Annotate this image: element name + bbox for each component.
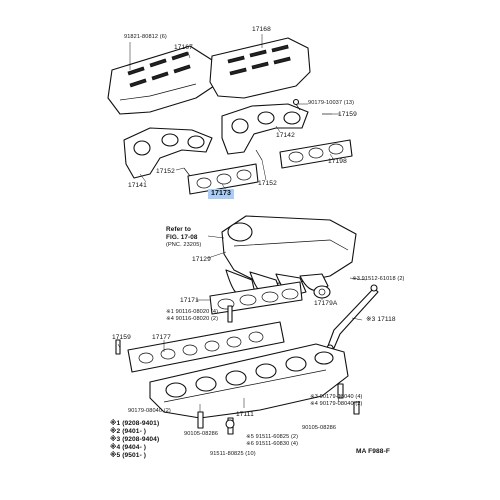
callout-90116-08020-b: ※4 90116-08020 (2)	[166, 316, 219, 322]
reference-note-line1: Refer to	[166, 226, 191, 233]
callout-90179-10037: 90179-10037 (13)	[308, 100, 355, 106]
callout-17152-right: 17152	[258, 180, 277, 187]
callout-17129: 17129	[192, 256, 211, 263]
gasket-17177	[127, 321, 285, 373]
reference-note-line3: (PNC. 23205)	[166, 242, 202, 248]
legend-entry-1: ※1 (9208-9401)	[110, 420, 160, 427]
exhaust-manifold-17142	[221, 103, 309, 155]
callout-17159-lower: 17159	[112, 334, 131, 341]
callout-90105-08286-a: 90105-08286	[184, 431, 219, 437]
reference-note-line2[interactable]: FIG. 17-08	[166, 234, 198, 241]
heat-insulator-17167	[107, 45, 215, 115]
callout-17173-highlighted: 17173	[208, 189, 234, 199]
callout-90179-08040-b: 90179-08040 (2)	[128, 408, 171, 414]
diagram-code: MA F988-F	[356, 448, 390, 455]
legend-entry-5: ※5 (9501- )	[110, 452, 147, 459]
callout-17152-left: 17152	[156, 168, 175, 175]
intake-manifold-17111	[149, 343, 349, 419]
callout-91821-80812: 91821-80812 (6)	[124, 34, 167, 40]
studs	[183, 98, 332, 177]
callout-17198: 17198	[328, 158, 347, 165]
legend-entry-4: ※4 (9404- )	[110, 444, 147, 451]
callout-91511-60825: ※5 91511-60825 (2)	[246, 434, 299, 440]
callout-17141: 17141	[128, 182, 147, 189]
gasket-17171	[209, 281, 303, 315]
callout-91512-61018: ※3 91512-61018 (2)	[352, 276, 405, 282]
callout-90179-08040-c: ※3 90179-08040 (4)	[310, 394, 363, 400]
callout-17142: 17142	[276, 132, 295, 139]
callout-17177: 17177	[152, 334, 171, 341]
callout-90105-08286-b: 90105-08286	[302, 425, 337, 431]
gasket-17179a	[313, 285, 331, 299]
callout-91511-60830: ※6 91511-60830 (4)	[246, 441, 299, 447]
callout-17159-upper: 17159	[338, 111, 357, 118]
callout-17118: ※3 17118	[366, 316, 396, 323]
callout-17111: 17111	[236, 411, 254, 418]
gasket-17198	[279, 139, 353, 169]
callout-91511-80825: 91511-80825 (10)	[210, 451, 256, 457]
callout-90179-08040-d: ※4 90179-08040 (2)	[310, 401, 363, 407]
bolts	[115, 305, 360, 435]
exhaust-manifold-17141	[123, 127, 213, 179]
callout-17168: 17168	[252, 26, 271, 33]
callout-17171: 17171	[180, 297, 199, 304]
gasket-17173	[187, 163, 259, 195]
leader-lines	[117, 34, 367, 412]
legend-entry-3: ※3 (9208-9404)	[110, 436, 160, 443]
callout-17167: 17167	[174, 44, 193, 51]
callout-90116-08020-a: ※1 90116-08020 (4)	[166, 309, 219, 315]
legend-entry-2: ※2 (9401- )	[110, 428, 147, 435]
callout-17179a: 17179A	[314, 300, 338, 307]
heat-insulator-17168	[209, 37, 311, 99]
